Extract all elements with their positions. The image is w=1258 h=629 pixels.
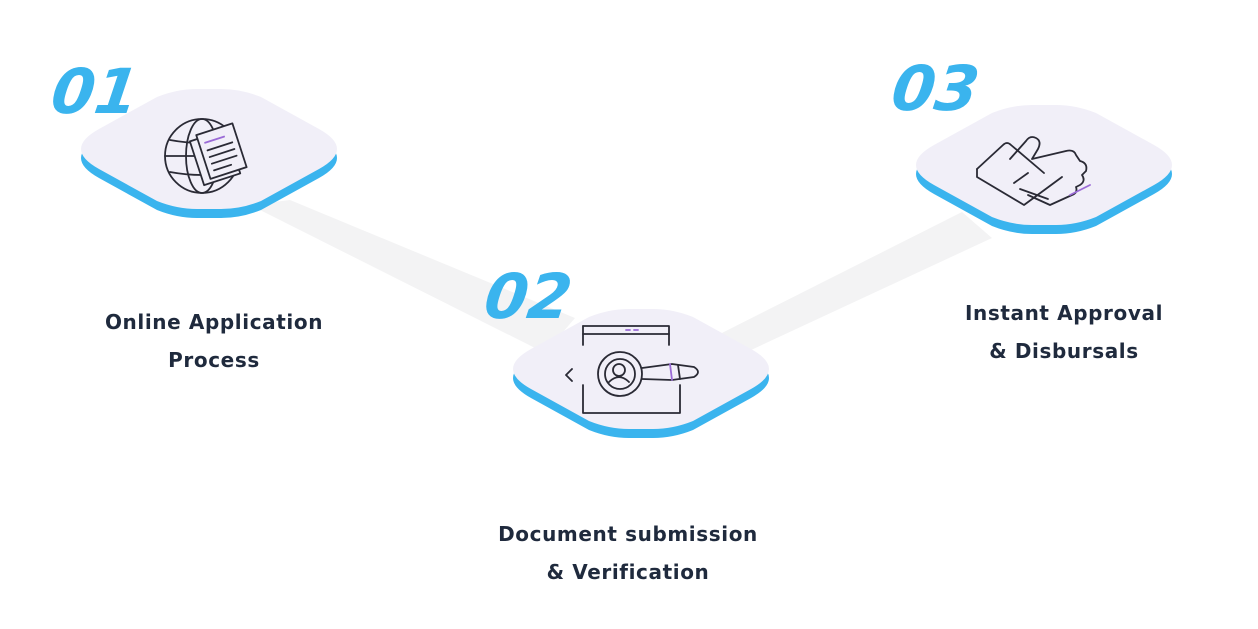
step-caption-1-line-2: Process	[168, 348, 260, 372]
step-caption-1: Online Application Process	[64, 303, 364, 379]
step-caption-1-line-1: Online Application	[104, 310, 324, 334]
globe-document-icon	[164, 118, 248, 194]
step-caption-2-line-2: & Verification	[546, 560, 710, 584]
connector-2-3	[712, 212, 992, 357]
step-caption-3: Instant Approval & Disbursals	[914, 294, 1214, 370]
connector-1-2	[250, 200, 575, 353]
step-number-1: 01	[47, 55, 143, 128]
step-caption-2: Document submission & Verification	[478, 515, 778, 591]
step-number-2: 02	[480, 260, 576, 333]
step-caption-2-line-1: Document submission	[498, 522, 758, 546]
step-caption-3-line-2: & Disbursals	[989, 339, 1139, 363]
step-number-3: 03	[887, 52, 983, 125]
magnifier-document-icon	[565, 325, 699, 414]
thumbs-up-icon	[976, 136, 1091, 206]
step-caption-3-line-1: Instant Approval	[964, 301, 1164, 325]
